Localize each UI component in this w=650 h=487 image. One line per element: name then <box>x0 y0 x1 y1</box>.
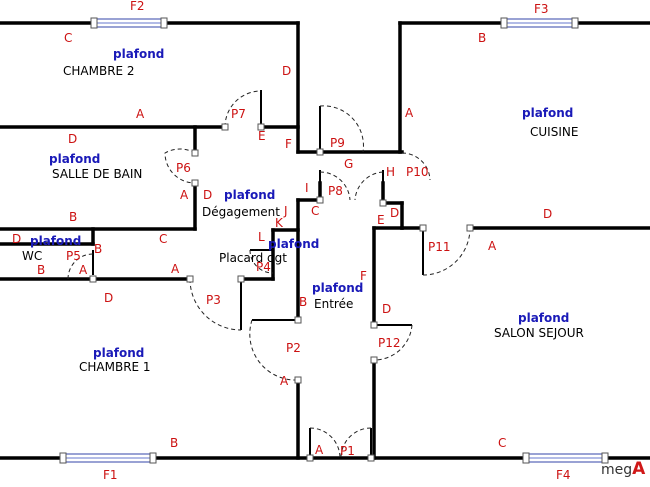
wall-label-b: B <box>69 210 78 224</box>
wall-label-k: K <box>275 216 283 230</box>
wall-label-a: A <box>171 262 180 276</box>
window-label-f3: F3 <box>534 2 549 16</box>
door-p7 <box>221 90 265 131</box>
door-p8 <box>316 170 351 204</box>
wall-label-i: I <box>305 181 309 195</box>
room-name-chambre1: CHAMBRE 1 <box>79 360 151 374</box>
ceiling-label-cuisine: plafond <box>522 106 574 120</box>
room-name-placard: Placard dgt <box>219 251 287 265</box>
wall-label-e: E <box>258 129 266 143</box>
wall-label-c: C <box>498 436 507 450</box>
brand-prefix: meg <box>601 462 633 478</box>
door-label-p4: P4 <box>256 260 271 274</box>
ceiling-label-entree: plafond <box>312 281 364 295</box>
wall-label-a: A <box>315 443 324 457</box>
walls <box>0 21 650 460</box>
door-label-p5: P5 <box>66 249 81 263</box>
door-label-p1: P1 <box>340 444 355 458</box>
wall-label-d: D <box>282 64 292 78</box>
wall-label-d: D <box>203 188 213 202</box>
door-label-p7: P7 <box>231 107 246 121</box>
room-name-salon: SALON SEJOUR <box>494 326 584 340</box>
room-name-cuisine: CUISINE <box>530 125 579 139</box>
wall-label-f: F <box>285 137 292 151</box>
wall-label-c: C <box>64 31 73 45</box>
door-label-p11: P11 <box>428 240 451 254</box>
wall-label-b: B <box>94 242 103 256</box>
wall-label-d: D <box>382 302 392 316</box>
wall-label-d: D <box>543 207 553 221</box>
wall-label-b: B <box>478 31 487 45</box>
ceiling-label-wc: plafond <box>30 234 82 248</box>
wall-label-a: A <box>180 188 189 202</box>
wall-label-d: D <box>68 132 78 146</box>
door-p11 <box>419 224 474 276</box>
door-label-p8: P8 <box>328 184 343 198</box>
door-p9 <box>316 105 364 156</box>
window-f1 <box>59 452 157 464</box>
window-label-f2: F2 <box>130 0 145 13</box>
door-p10 <box>354 152 431 207</box>
window-label-f1: F1 <box>103 468 118 482</box>
wall-label-a: A <box>405 106 414 120</box>
window-f2 <box>90 17 168 29</box>
wall-label-b: B <box>37 263 46 277</box>
door-p6 <box>164 148 199 187</box>
wall-label-d: D <box>104 291 114 305</box>
wall-label-l: L <box>258 230 265 244</box>
windows <box>59 17 609 464</box>
room-name-wc: WC <box>22 249 43 263</box>
wall-label-a: A <box>136 107 145 121</box>
door-p4 <box>249 249 274 274</box>
brand-logo: megA <box>601 459 645 479</box>
ceiling-label-salon: plafond <box>518 311 570 325</box>
room-name-chambre2: CHAMBRE 2 <box>63 64 135 78</box>
door-p2 <box>249 316 302 384</box>
wall-label-g: G <box>344 157 354 171</box>
window-label-f4: F4 <box>556 468 571 482</box>
ceiling-label-chambre1: plafond <box>93 346 145 360</box>
wall-label-b: B <box>170 436 179 450</box>
door-label-p10: P10 <box>406 165 429 179</box>
wall-label-d: D <box>12 232 22 246</box>
wall-label-b: B <box>299 295 308 309</box>
wall-label-a: A <box>280 374 289 388</box>
doors <box>67 90 474 462</box>
wall-label-h: H <box>386 165 396 179</box>
room-name-entree: Entrée <box>314 297 354 311</box>
room-name-degagement: Dégagement <box>202 205 280 219</box>
ceiling-label-chambre2: plafond <box>113 47 165 61</box>
door-p5 <box>67 250 97 283</box>
door-label-p3: P3 <box>206 293 221 307</box>
door-p3 <box>186 275 245 331</box>
brand-accent: A <box>632 459 646 479</box>
window-f4 <box>522 452 609 464</box>
wall-label-j: J <box>284 204 288 218</box>
wall-label-a: A <box>488 239 497 253</box>
wall-label-c: C <box>159 232 168 246</box>
door-label-p6: P6 <box>176 161 191 175</box>
wall-label-f: F <box>360 269 367 283</box>
window-f3 <box>500 17 579 29</box>
ceiling-label-degagement: plafond <box>224 188 276 202</box>
ceiling-label-placard: plafond <box>268 237 320 251</box>
wall-label-a: A <box>79 263 88 277</box>
room-name-salle-de-bain: SALLE DE BAIN <box>52 167 143 181</box>
door-p12 <box>370 321 413 364</box>
wall-label-d: D <box>390 206 400 220</box>
door-label-p12: P12 <box>378 336 401 350</box>
wall-label-c: C <box>311 204 320 218</box>
door-label-p9: P9 <box>330 136 345 150</box>
door-label-p2: P2 <box>286 341 301 355</box>
door-p1 <box>306 427 375 462</box>
wall-label-e: E <box>377 213 385 227</box>
ceiling-label-salle-de-bain: plafond <box>49 152 101 166</box>
